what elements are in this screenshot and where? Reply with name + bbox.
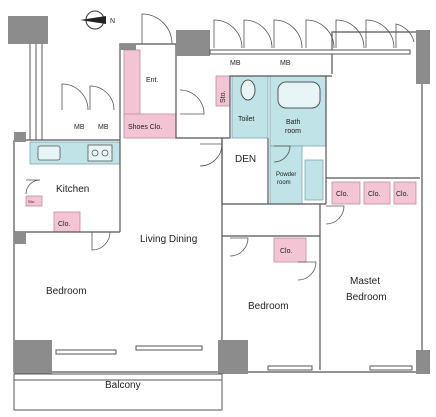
shoes-closet-area — [123, 113, 177, 139]
closet-master-3-area — [393, 181, 417, 205]
door-mid-closet-icon — [297, 261, 317, 281]
pillar-entrance — [120, 44, 136, 50]
window-master-bottom — [369, 365, 413, 371]
label-bedroom-middle: Bedroom — [248, 301, 289, 312]
kitchen-sink-icon — [37, 145, 61, 161]
door-left-1-icon — [61, 83, 89, 111]
bathtub-icon — [277, 81, 321, 109]
door-bed-left-icon — [91, 231, 111, 251]
windows — [55, 49, 413, 371]
label-powder-line1: Powder — [276, 172, 296, 178]
label-master-line2: Bedroom — [346, 292, 387, 303]
window-bed-left-bottom — [55, 349, 117, 355]
pillar-top-right — [416, 30, 430, 84]
pillar-bottom-mid — [218, 340, 248, 374]
label-toilet: Toilet — [238, 116, 254, 123]
compass: N — [80, 10, 115, 30]
pillar-top-left — [8, 16, 48, 44]
door-left-2-icon — [89, 85, 115, 111]
label-closet-master-2: Clo. — [368, 191, 381, 198]
label-storage: Sto. — [220, 90, 227, 103]
door-powder-icon — [273, 145, 291, 163]
door-master-icon — [325, 205, 345, 225]
door-top-2-icon — [213, 19, 243, 49]
label-balcony: Balcony — [105, 380, 141, 391]
door-top-6-icon — [335, 19, 365, 49]
label-den: DEN — [235, 154, 256, 165]
door-top-5-icon — [305, 19, 335, 49]
pillar-kitchen-left — [14, 232, 26, 244]
label-bath-line2: room — [285, 128, 301, 135]
label-mb-top-1: MB — [230, 60, 241, 67]
closet-middle-area — [273, 237, 307, 263]
label-closet-kitchen: Clo. — [58, 221, 71, 228]
pillar-bottom-left — [14, 340, 52, 374]
exterior-left — [29, 44, 43, 140]
door-top-4-icon — [273, 19, 303, 49]
label-bedroom-left: Bedroom — [46, 286, 87, 297]
label-kitchen-storage: Sto. — [28, 199, 35, 204]
door-den-icon — [199, 143, 223, 167]
pillars — [8, 16, 430, 374]
window-bed-mid-bottom — [267, 365, 313, 371]
closets — [25, 49, 417, 263]
pillar-bottom-right — [416, 350, 430, 374]
label-shoes-closet: Shoes Clo. — [128, 124, 162, 131]
label-mb-left-1: MB — [74, 124, 85, 131]
toilet-icon — [240, 79, 256, 101]
window-living-bottom — [135, 345, 203, 351]
door-top-3-icon — [243, 19, 273, 49]
label-closet-middle: Clo. — [280, 248, 293, 255]
north-arrow-icon — [80, 16, 106, 24]
label-mb-top-2: MB — [280, 60, 291, 67]
balcony-area — [13, 373, 223, 411]
label-closet-master-1: Clo. — [336, 191, 349, 198]
label-master-line1: Mastet — [350, 276, 380, 287]
door-bed-mid-icon — [229, 237, 249, 257]
closet-master-2-area — [363, 181, 391, 205]
kitchen-storage-area — [25, 195, 43, 207]
room-labels: Ent. MB MB MB MB Sto. Shoes Clo. Toilet … — [28, 60, 409, 391]
door-swings — [25, 13, 415, 281]
label-kitchen: Kitchen — [56, 184, 89, 195]
stove-icon — [87, 144, 113, 162]
closet-master-1-area — [331, 181, 361, 205]
window-top-right — [209, 49, 411, 55]
label-entrance: Ent. — [146, 77, 159, 84]
label-mb-left-2: MB — [98, 124, 109, 131]
powder-counter — [304, 159, 324, 201]
door-kitchen-icon — [25, 179, 41, 195]
label-powder-line2: room — [277, 180, 291, 186]
door-top-1-icon — [141, 13, 173, 45]
label-closet-master-3: Clo. — [396, 191, 409, 198]
door-top-8-icon — [395, 23, 415, 48]
pillar-left-mid — [14, 132, 26, 142]
door-top-7-icon — [365, 19, 395, 49]
entrance-closet — [123, 49, 141, 119]
pillar-top-mid — [176, 30, 210, 56]
door-entrance-icon — [179, 89, 205, 115]
north-label: N — [110, 18, 115, 25]
label-living-dining: Living Dining — [140, 234, 197, 245]
label-bath-line1: Bath — [286, 119, 301, 126]
